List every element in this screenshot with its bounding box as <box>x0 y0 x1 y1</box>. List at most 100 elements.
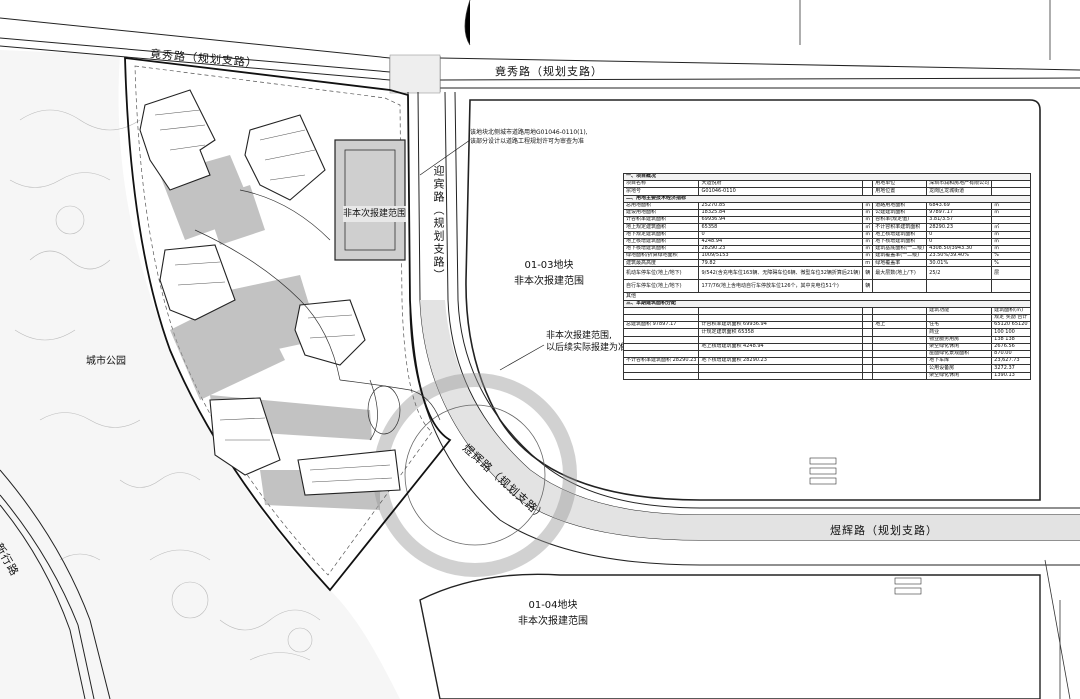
table-cell <box>622 371 700 380</box>
table-cell: 地下车库 <box>926 357 993 366</box>
table-cell: 总用地面积 <box>622 201 700 210</box>
table-cell: ㎡ <box>991 237 1031 246</box>
table-cell: 177/76(地上含电动自行车停放车位126个，其中充电位51个) <box>698 279 864 294</box>
building-details <box>154 109 393 483</box>
table-cell: 深圳市润和房地产有限公司 <box>926 180 993 189</box>
table-cell <box>862 371 874 380</box>
table-cell: 用地位置 <box>872 187 928 196</box>
table-cell: 1390.13 <box>991 371 1031 380</box>
table-row: 规定 奖励 合计 <box>622 313 1031 323</box>
inner-block-note: 非本次报建范围 <box>343 206 407 222</box>
commercial-block <box>334 139 406 261</box>
table-cell <box>622 349 700 359</box>
table-cell: 0 <box>698 230 864 239</box>
table-cell: ㎡ <box>991 230 1031 239</box>
table-cell: ㎡ <box>862 244 874 254</box>
section-header: 二、用地主要技术经济指标 <box>623 194 1031 203</box>
table-cell: 23,627.73 <box>991 357 1031 366</box>
table-cell <box>862 335 874 344</box>
table-cell <box>862 180 874 189</box>
top-note: 该地块北侧城市道路用地G01046-0110(1), 该部分设计以道路工程规划许… <box>470 128 588 146</box>
table-cell: 138 138 <box>991 335 1031 344</box>
site-setback-line <box>134 65 433 576</box>
table-cell <box>872 335 928 344</box>
table-cell: 2676.56 <box>991 342 1031 351</box>
table-cell <box>622 342 700 351</box>
table-cell: 25270.85 <box>698 201 864 210</box>
table-cell <box>862 364 874 373</box>
table-cell: 其他 <box>623 292 1031 301</box>
table-cell: 二、用地主要技术经济指标 <box>623 194 1031 203</box>
table-cell <box>622 328 700 337</box>
plot-0103-label: 01-03地块 非本次报建范围 <box>514 258 584 290</box>
table-cell: 0 <box>926 237 993 246</box>
callout-line-1: 非本次报建范围, <box>546 331 612 341</box>
section-header: 三、本期建筑面积分配 <box>623 299 1031 308</box>
table-cell <box>991 180 1031 189</box>
table-cell: 地上核增建筑面积 <box>622 237 700 246</box>
table-cell: 计容积率建筑面积 <box>622 216 700 225</box>
table-cell: 23.50%/39.40% <box>926 252 993 261</box>
table-row: 项目名称大运悦府用地单位深圳市润和房地产有限公司 <box>622 180 1031 189</box>
table-cell: 地上 <box>872 321 928 330</box>
table-cell: ㎡ <box>862 237 874 246</box>
right-edge-lines <box>464 0 1071 699</box>
table-cell: 地下核增建筑面积 <box>622 244 700 254</box>
table-cell <box>698 313 864 323</box>
table-cell <box>872 364 928 373</box>
table-cell: 建筑功能 <box>926 306 993 316</box>
table-cell <box>862 342 874 351</box>
table-cell: 28290.23 <box>698 244 864 254</box>
plot-0104-note: 非本次报建范围 <box>518 616 588 627</box>
top-note-line-2: 该部分设计以道路工程规划许可为审查为准 <box>470 138 585 145</box>
table-cell: 6843.69 <box>926 201 993 210</box>
yingbin-road-label: 迎宾路（规划支路） <box>432 165 445 282</box>
table-cell: 三、本期建筑面积分配 <box>623 299 1031 308</box>
table-cell <box>862 313 874 323</box>
table-cell <box>872 279 928 294</box>
plot-0103-boundary <box>465 99 1041 501</box>
table-cell <box>926 279 993 294</box>
table-cell: 绿地面积/折算绿地面积 <box>622 252 700 261</box>
table-cell: 地上核增建筑面积 <box>872 230 928 239</box>
jingxiu-road-label-right: 竟秀路（规划支路） <box>495 65 603 78</box>
table-cell: 大运悦府 <box>698 180 864 189</box>
table-cell: ㎡ <box>991 201 1031 210</box>
table-cell: 龙岗区龙城街道 <box>926 187 993 196</box>
table-cell: 870.00 <box>991 349 1031 359</box>
table-row: 建筑功能建筑面积(㎡) <box>622 306 1031 316</box>
top-note-leader <box>419 139 471 176</box>
table-cell: 30.01% <box>926 259 993 268</box>
table-cell: ㎡ <box>991 244 1031 254</box>
table-cell <box>872 328 928 337</box>
table-cell: 商业 <box>926 328 993 337</box>
callout-leader <box>499 344 545 371</box>
table-cell <box>991 279 1031 294</box>
table-cell: ㎡ <box>862 252 874 261</box>
table-cell: 计容积率建筑面积 69936.94 <box>698 321 864 330</box>
feature-ellipse <box>367 385 401 435</box>
table-cell <box>622 364 700 373</box>
table-cell <box>698 371 864 380</box>
table-cell: ㎡ <box>991 223 1031 232</box>
table-cell: 地上规定建筑面积 <box>622 223 700 232</box>
table-cell: 建筑最高高度 <box>622 259 700 268</box>
table-cell <box>622 306 700 316</box>
table-cell <box>872 342 928 351</box>
table-cell: 宗地号 <box>622 187 700 196</box>
table-cell <box>872 349 928 359</box>
table-cell: 65120 65120 <box>991 321 1031 330</box>
table-cell: 道路用地面积 <box>872 201 928 210</box>
table-cell <box>991 216 1031 225</box>
plot-0104-label: 01-04地块 非本次报建范围 <box>518 598 588 630</box>
table-cell <box>698 349 864 359</box>
table-cell: 公建建筑面积 <box>872 208 928 218</box>
